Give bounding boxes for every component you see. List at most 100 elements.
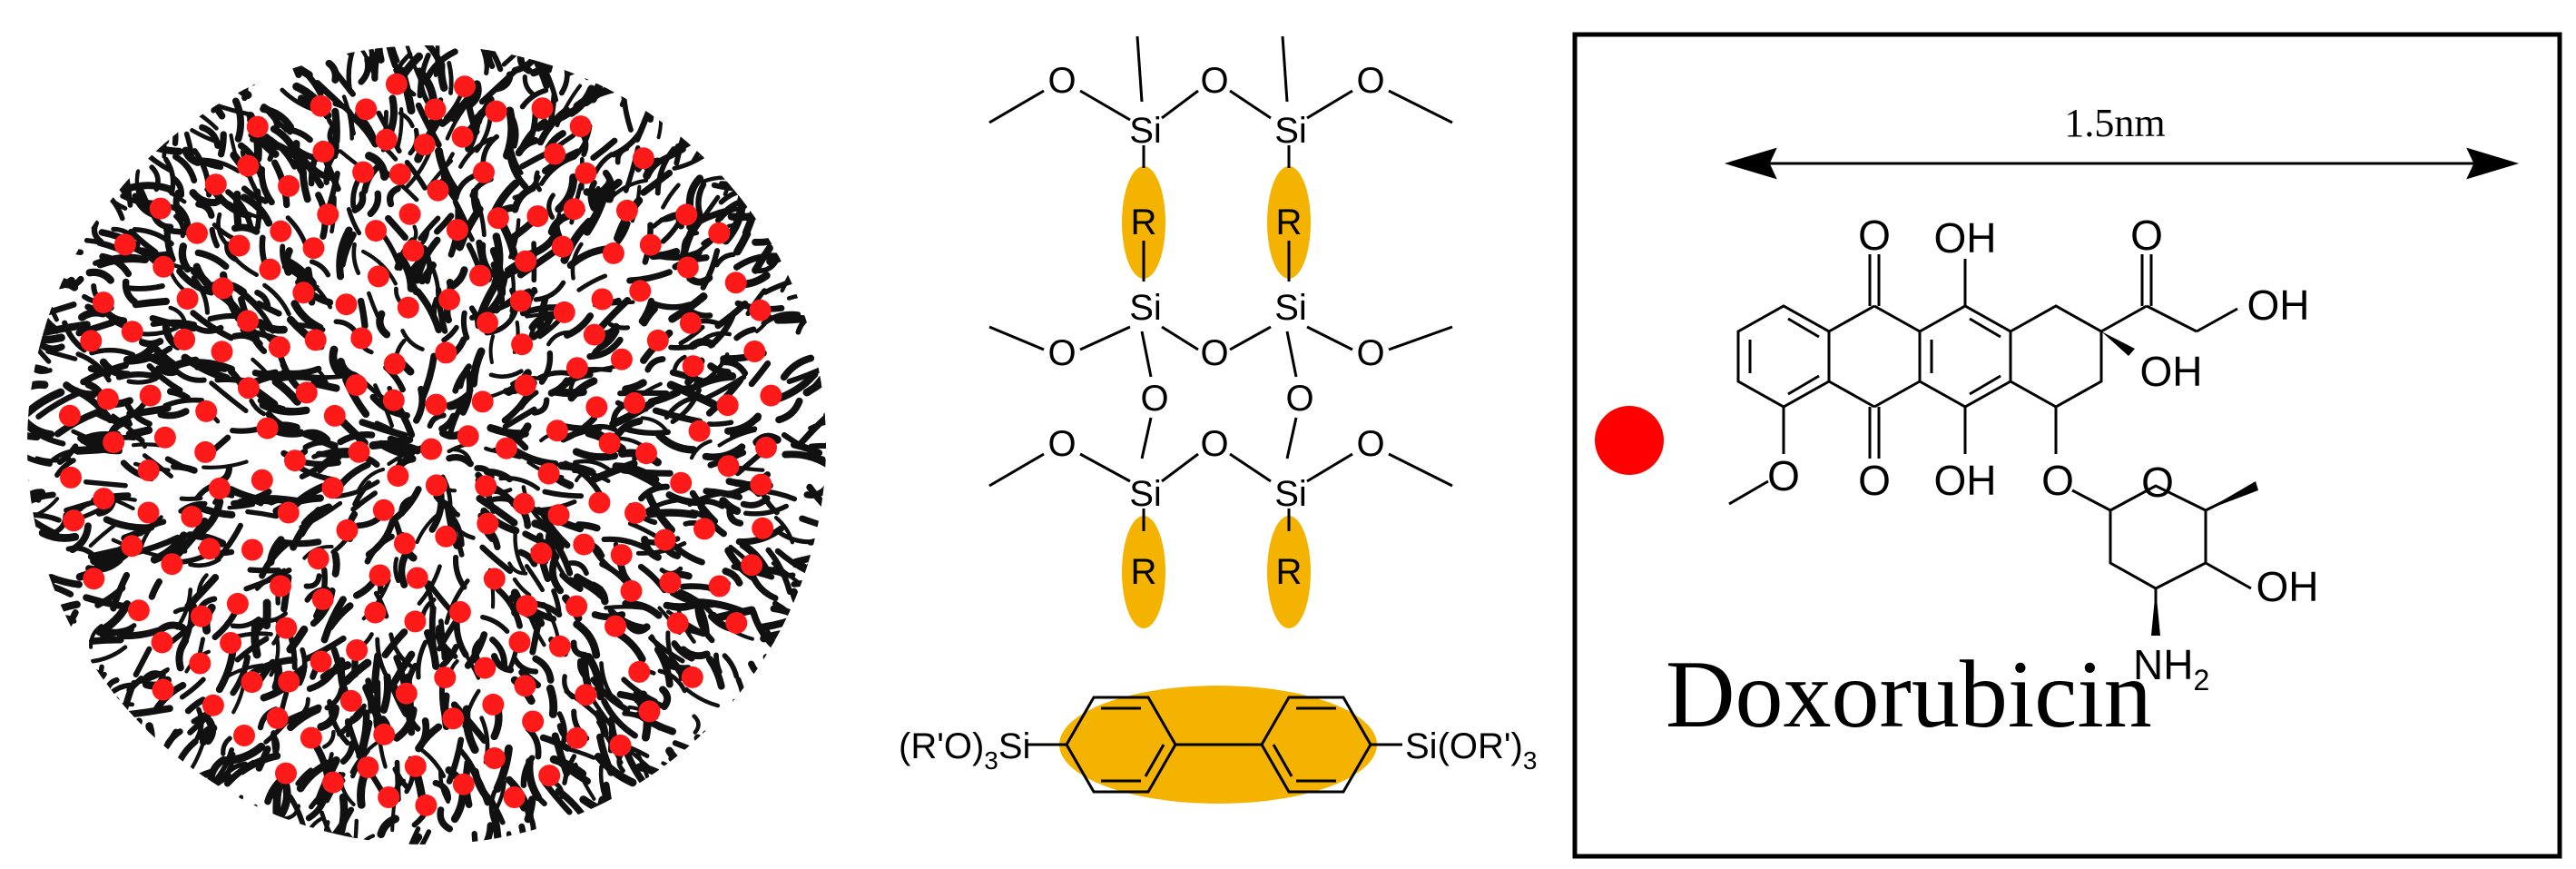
mesopore-fiber <box>598 765 607 799</box>
mesopore-fiber <box>75 211 99 229</box>
mesopore-fiber <box>80 361 129 386</box>
mesopore-fiber <box>546 45 560 62</box>
atom-si: Si <box>1274 111 1307 151</box>
mesopore-fiber <box>204 716 217 746</box>
mesopore-fiber <box>243 568 292 592</box>
mesopore-fiber <box>522 74 536 97</box>
mesopore-fiber <box>567 560 589 577</box>
mesopore-fiber <box>833 415 850 430</box>
mesopore-fiber <box>184 696 207 715</box>
mesopore-fiber <box>529 614 544 656</box>
mesopore-fiber <box>572 45 595 60</box>
mesopore-fiber <box>780 354 815 381</box>
mesopore-fiber <box>254 188 262 231</box>
atom-o: O <box>1047 333 1076 373</box>
drug-dot <box>724 272 747 294</box>
mesopore-fiber <box>450 701 488 745</box>
drug-dot <box>237 310 259 332</box>
mesopore-fiber <box>27 312 28 338</box>
mesopore-fiber <box>823 480 826 489</box>
drug-dot <box>292 281 315 304</box>
mesopore-fiber <box>669 588 716 608</box>
mesopore-fiber <box>385 214 408 242</box>
mesopore-fiber <box>326 602 354 631</box>
drug-dot <box>137 459 160 481</box>
mesopore-fiber <box>485 45 496 70</box>
mesopore-fiber <box>511 656 539 675</box>
atom-oh: OH <box>1934 457 1997 504</box>
drug-dot <box>624 391 645 414</box>
atom-o: O <box>1858 457 1891 504</box>
mesopore-fiber <box>823 407 826 419</box>
mesopore-fiber <box>475 858 477 869</box>
mesopore-fiber <box>251 357 274 380</box>
drug-dot <box>583 323 605 346</box>
drug-dot <box>346 639 369 661</box>
mesopore-fiber <box>661 761 698 795</box>
drug-dot <box>383 352 406 375</box>
mesopore-fiber <box>703 488 743 500</box>
mesopore-fiber <box>664 396 694 420</box>
mesopore-fiber <box>377 439 408 458</box>
mesopore-fiber <box>762 654 785 677</box>
atom-o: O <box>1285 379 1313 419</box>
mesopore-fiber <box>402 826 421 844</box>
mesopore-fiber <box>112 155 143 164</box>
drug-dot <box>526 205 549 228</box>
mesopore-fiber <box>796 411 826 449</box>
drug-dot <box>96 388 119 410</box>
mesopore-fiber <box>572 448 619 461</box>
mesopore-fiber <box>367 190 382 218</box>
drug-dot <box>516 595 538 617</box>
biphenyl-linker: (R'O)3Si Si(OR')3 <box>899 686 1537 804</box>
mesopore-fiber <box>493 744 513 793</box>
drug-dot <box>531 97 554 120</box>
mesopore-fiber <box>300 840 314 844</box>
mesopore-fiber <box>94 585 126 608</box>
mesopore-fiber <box>178 500 208 514</box>
mesopore-fiber <box>150 96 176 123</box>
mesopore-fiber <box>256 319 288 334</box>
mesopore-fiber <box>806 562 826 592</box>
mesopore-fiber <box>460 310 470 341</box>
mesopore-fiber <box>549 557 565 595</box>
mesopore-fiber <box>93 131 120 181</box>
r-group-highlight <box>1122 516 1165 628</box>
mesopore-fiber <box>371 45 386 82</box>
r-group-highlight <box>1122 166 1165 279</box>
mesopore-fiber <box>589 459 638 484</box>
mesopore-fiber <box>136 187 152 212</box>
mesopore-fiber <box>398 495 416 517</box>
mesopore-fiber <box>548 533 574 577</box>
mesopore-fiber <box>400 328 425 351</box>
mesopore-fiber <box>430 296 439 321</box>
drug-dot <box>676 256 699 279</box>
mesopore-fiber <box>375 45 385 64</box>
mesopore-fiber <box>89 347 136 358</box>
drug-dot <box>149 197 172 220</box>
mesopore-fiber <box>297 647 308 686</box>
mesopore-fiber <box>152 758 174 787</box>
drug-dot <box>442 707 465 730</box>
mesopore-fiber <box>659 96 675 121</box>
wedge-bond <box>2101 331 2135 356</box>
drug-dot <box>413 133 436 156</box>
mesopore-fiber <box>124 345 173 365</box>
drug-dot <box>514 374 536 397</box>
drug-dot <box>195 400 218 422</box>
drug-dot <box>635 442 657 465</box>
drug-dot <box>632 147 654 170</box>
mesopore-fiber <box>166 388 192 402</box>
mesopore-fiber <box>587 180 597 212</box>
drug-dot <box>424 98 447 121</box>
atom-o: O <box>1356 333 1384 373</box>
mesopore-fiber <box>335 793 349 842</box>
drug-dot <box>575 684 597 706</box>
mesopore-fiber <box>163 230 176 263</box>
mesopore-fiber <box>350 490 378 512</box>
atom-r: R <box>1276 552 1303 592</box>
linker-right-label: Si(OR')3 <box>1405 726 1537 775</box>
mesopore-fiber <box>702 331 732 341</box>
mesopore-fiber <box>567 747 596 760</box>
mesopore-fiber <box>666 762 687 796</box>
